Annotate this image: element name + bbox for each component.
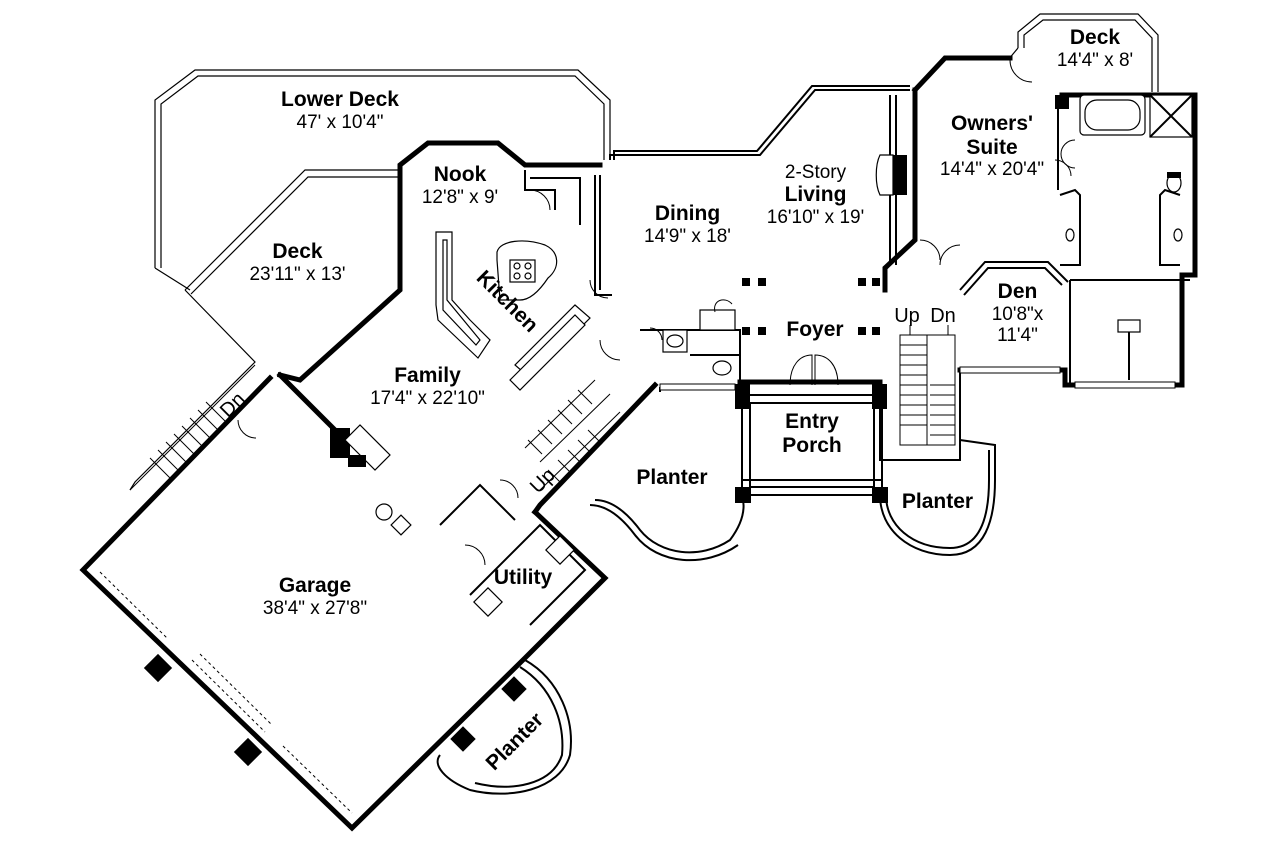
family-name: Family (394, 364, 461, 387)
living-prefix: 2-Story (784, 162, 847, 183)
owners-suite-name-1: Owners' (950, 112, 1034, 135)
nook-name: Nook (433, 163, 487, 186)
kitchen-fixtures (435, 231, 591, 391)
windows (659, 366, 1176, 391)
family-label: Family 17'4" x 22'10" (355, 364, 500, 409)
nook-dims: 12'8" x 9' (421, 186, 499, 208)
garage-name: Garage (278, 574, 352, 597)
deck-left-name: Deck (272, 240, 323, 263)
posts (143, 95, 1069, 767)
powder-fixtures (662, 309, 736, 376)
bath-fixtures (1065, 94, 1193, 380)
planter-right-name: Planter (901, 490, 974, 513)
lower-deck-label: Lower Deck 47' x 10'4" (265, 88, 415, 133)
planter-center-label: Planter (622, 466, 722, 490)
living-label: 2-Story Living 16'10" x 19' (748, 162, 883, 228)
lower-deck-outline (154, 69, 611, 291)
exterior-walls (79, 55, 1198, 832)
planter-right-label: Planter (890, 490, 985, 514)
garage-doors (91, 571, 353, 821)
nook-label: Nook 12'8" x 9' (405, 163, 515, 208)
deck-left-dims: 23'11" x 13' (249, 263, 346, 285)
left-exterior-stair (129, 364, 266, 501)
deck-left-label: Deck 23'11" x 13' (230, 240, 365, 285)
utility-name: Utility (493, 566, 553, 589)
stair-dn-right: Dn (930, 305, 956, 327)
garage-dims: 38'4" x 27'8" (262, 597, 368, 619)
fireplaces (330, 154, 907, 471)
living-dims: 16'10" x 19' (766, 206, 865, 228)
foyer-label: Foyer (770, 318, 860, 342)
planter-center-name: Planter (636, 466, 708, 489)
entry-porch (741, 394, 883, 496)
owners-suite-name-2: Suite (966, 135, 1018, 159)
utility-fixtures (439, 483, 587, 626)
door-swings (237, 59, 1076, 566)
entry-porch-label: Entry Porch (762, 410, 862, 457)
owners-suite-dims: 14'4" x 20'4" (939, 159, 1045, 181)
den-dims-1: 10'8"x (991, 303, 1044, 325)
garage-label: Garage 38'4" x 27'8" (240, 574, 390, 619)
utility-label: Utility (478, 566, 568, 590)
garage-fixtures (375, 503, 412, 536)
den-label: Den 10'8"x 11'4" (975, 280, 1060, 346)
den-dims-2: 11'4" (997, 324, 1038, 346)
living-name: Living (784, 183, 847, 207)
planter-bottom-outline (436, 659, 572, 795)
top-deck-outline (1007, 13, 1159, 92)
deck-top-dims: 14'4" x 8' (1056, 49, 1134, 71)
owners-suite-label: Owners' Suite 14'4" x 20'4" (922, 112, 1062, 180)
entry-porch-name-1: Entry (785, 410, 839, 433)
left-deck-outline (129, 169, 400, 491)
deck-top-name: Deck (1069, 26, 1121, 49)
dining-dims: 14'9" x 18' (644, 225, 731, 247)
right-stair (899, 325, 956, 446)
den-name: Den (997, 280, 1038, 303)
foyer-name: Foyer (786, 318, 844, 341)
planter-right-outline (879, 439, 996, 557)
dining-name: Dining (654, 202, 721, 225)
central-stair (524, 379, 621, 491)
lower-deck-name: Lower Deck (281, 88, 399, 111)
entry-porch-name-2: Porch (782, 433, 842, 457)
dining-label: Dining 14'9" x 18' (620, 202, 755, 247)
family-dims: 17'4" x 22'10" (370, 387, 485, 409)
planter-center-outline (589, 494, 745, 562)
lower-deck-dims: 47' x 10'4" (296, 111, 384, 133)
stair-up-right: Up (894, 305, 920, 327)
deck-top-label: Deck 14'4" x 8' (1040, 26, 1150, 71)
